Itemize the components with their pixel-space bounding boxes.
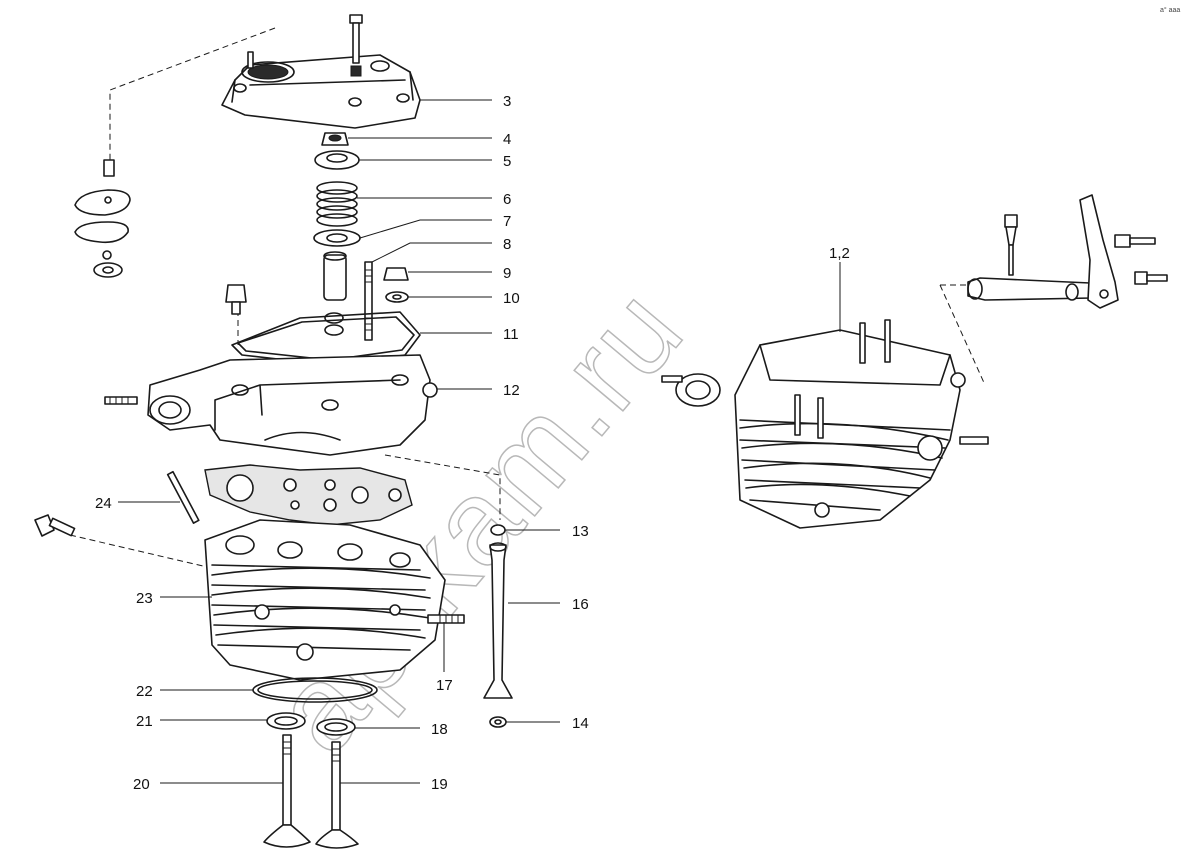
callouts: 3 4 5 6 7 8 9 10 11 12 13 14 16 17 18 19 <box>95 93 850 793</box>
callout-5: 5 <box>503 153 511 170</box>
head-gasket <box>204 464 413 526</box>
seals <box>252 677 378 736</box>
callout-19: 19 <box>431 776 448 793</box>
head-bolt-small <box>225 284 247 315</box>
callout-6: 6 <box>503 191 511 208</box>
breather-plate <box>74 159 131 278</box>
callout-10: 10 <box>503 290 520 307</box>
callout-16: 16 <box>572 596 589 613</box>
rocker-gasket <box>231 311 421 366</box>
callout-7: 7 <box>503 213 511 230</box>
callout-23: 23 <box>136 590 153 607</box>
callout-3: 3 <box>503 93 511 110</box>
callout-13: 13 <box>572 523 589 540</box>
valves <box>263 734 359 849</box>
callout-24: 24 <box>95 495 112 512</box>
callout-14: 14 <box>572 715 589 732</box>
decompression-lever-assembly <box>967 194 1168 309</box>
callout-17: 17 <box>436 677 453 694</box>
valve-spring-stack <box>313 132 361 301</box>
callout-11: 11 <box>503 326 519 343</box>
stud <box>364 261 373 341</box>
rocker-cover <box>221 14 421 129</box>
rocker-housing <box>104 354 438 456</box>
callout-18: 18 <box>431 721 448 738</box>
callout-20: 20 <box>133 776 150 793</box>
callout-21: 21 <box>136 713 153 730</box>
callout-4: 4 <box>503 131 511 148</box>
alignment-lines <box>69 27 986 571</box>
callout-8: 8 <box>503 236 511 253</box>
assembled-cylinder-head <box>661 319 989 529</box>
cylinder-head <box>34 470 465 681</box>
nut-and-washer <box>383 267 409 303</box>
corner-mark: a° aaa <box>1160 6 1180 14</box>
callout-12: 12 <box>503 382 520 399</box>
callout-1-2: 1,2 <box>829 245 850 262</box>
callout-9: 9 <box>503 265 511 282</box>
callout-22: 22 <box>136 683 153 700</box>
